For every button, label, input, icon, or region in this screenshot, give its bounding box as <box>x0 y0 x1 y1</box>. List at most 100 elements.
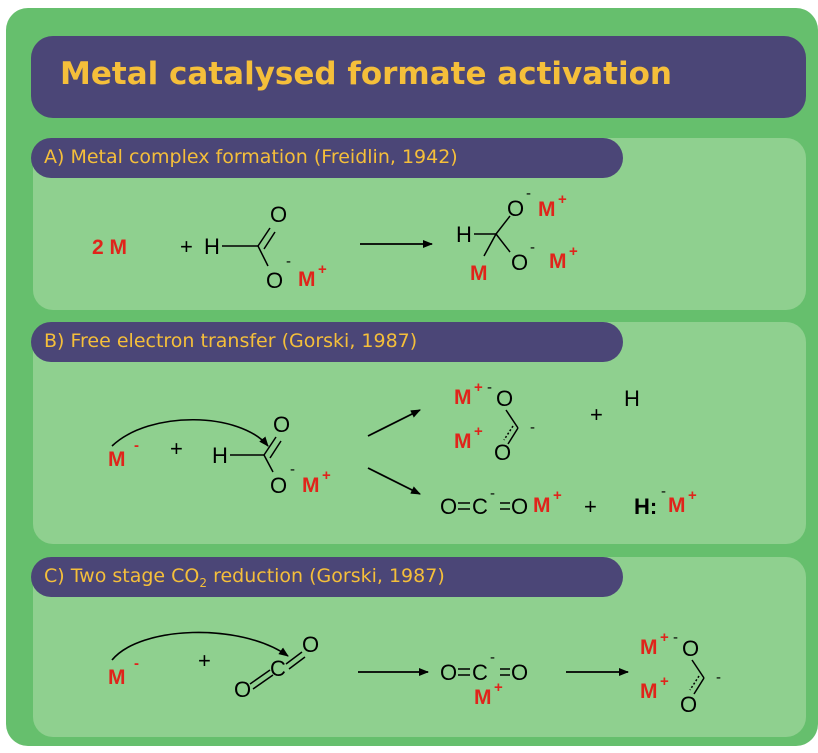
plus-charge: + <box>553 487 562 504</box>
oxygen-atom: O <box>496 386 513 411</box>
panel-b-scheme: M - + H O O - M + M + - O - M + O + H O … <box>108 379 697 519</box>
metal-cation: M <box>474 686 492 709</box>
bond-c-o <box>507 427 519 445</box>
plus-charge: + <box>322 467 331 484</box>
metal-cation: M <box>538 198 556 221</box>
diagram-title: Metal catalysed formate activation <box>60 56 672 92</box>
minus-charge: - <box>487 379 492 396</box>
electron-transfer-arrow <box>111 418 269 447</box>
panel-a-label: A) Metal complex formation (Freidlin, 19… <box>44 146 458 168</box>
oxygen-atom: O <box>440 660 457 685</box>
metal-cation: M <box>533 494 551 517</box>
plus-sign: + <box>198 648 211 673</box>
plus-sign: + <box>590 402 603 427</box>
carbon-atom: C <box>472 660 488 685</box>
oxygen-atom: O <box>511 250 528 275</box>
oxygen-atom: O <box>511 494 528 519</box>
panel-c-label: C) Two stage CO2 reduction (Gorski, 1987… <box>44 565 445 590</box>
double-bond <box>252 674 274 690</box>
panel-c-header <box>31 557 623 597</box>
panel-b-label: B) Free electron transfer (Gorski, 1987) <box>44 330 418 352</box>
minus-charge: - <box>134 437 139 454</box>
minus-charge: - <box>290 461 295 478</box>
bond-c-o-double-2 <box>269 440 282 459</box>
metal-cation: M <box>640 636 658 659</box>
plus-charge: + <box>558 191 567 208</box>
hydrogen-atom: H <box>204 234 220 259</box>
minus-charge: - <box>661 483 666 500</box>
metal-atom: M <box>470 262 488 285</box>
plus-sign: + <box>180 234 193 259</box>
hydrogen-atom: H <box>212 443 228 468</box>
plus-charge: + <box>660 629 669 646</box>
bond-c-o-dashed <box>689 675 700 691</box>
bond-c-o-double <box>263 436 277 456</box>
plus-charge: + <box>494 679 503 696</box>
double-bond <box>249 669 271 685</box>
panel-b-header <box>31 322 623 362</box>
panel-a-header <box>31 138 623 178</box>
bond-c-o-double <box>257 227 271 247</box>
panel-c-label-pre: C) Two stage CO <box>44 565 200 587</box>
bond-o-c <box>691 659 705 679</box>
hydrogen-atom: H <box>456 222 472 247</box>
plus-sign: + <box>170 436 183 461</box>
double-bond <box>285 651 303 665</box>
minus-charge: - <box>286 253 291 270</box>
hydride: H: <box>634 494 657 519</box>
metal-cation: M <box>298 268 316 291</box>
reaction-arrow <box>367 467 421 495</box>
bond-c-o <box>495 215 511 235</box>
metal-cation: M <box>640 680 658 703</box>
oxygen-atom: O <box>494 440 511 465</box>
minus-charge: - <box>673 629 678 646</box>
plus-charge: + <box>688 487 697 504</box>
oxygen-atom: O <box>682 636 699 661</box>
oxygen-atom: O <box>440 494 457 519</box>
panel-a-scheme: 2 M + H O O - M + H O - M + O - M + M <box>92 185 578 293</box>
bond-o-c <box>505 409 519 429</box>
minus-charge: - <box>134 655 139 672</box>
minus-charge: - <box>490 485 495 502</box>
panel-c-scheme: M - + O C O O C - O M + M + - O - M + O <box>108 629 721 717</box>
panel-c-label-post: reduction (Gorski, 1987) <box>207 565 445 587</box>
panel-c-label-sub: 2 <box>199 575 208 590</box>
minus-charge: - <box>526 185 531 202</box>
oxygen-atom: O <box>234 677 251 702</box>
metal-cation: M <box>302 474 320 497</box>
plus-charge: + <box>474 423 483 440</box>
reaction-arrow <box>367 409 421 437</box>
oxygen-atom: O <box>302 632 319 657</box>
bond-c-o <box>495 233 511 253</box>
plus-charge: + <box>318 261 327 278</box>
minus-charge: - <box>530 419 535 436</box>
minus-charge: - <box>716 669 721 686</box>
oxygen-atom: O <box>270 202 287 227</box>
carbon-atom: C <box>270 656 286 681</box>
metal-anion: M <box>108 666 126 689</box>
metal-cation: M <box>454 386 472 409</box>
plus-charge: + <box>660 673 669 690</box>
oxygen-atom: O <box>511 660 528 685</box>
oxygen-atom: O <box>266 268 283 293</box>
minus-charge: - <box>490 649 495 666</box>
oxygen-atom: O <box>680 692 697 717</box>
oxygen-atom: O <box>507 196 524 221</box>
bond-c-m <box>483 233 497 257</box>
bond-c-o <box>693 677 705 695</box>
hydrogen-atom: H <box>624 386 640 411</box>
bond-c-o-double-2 <box>263 231 276 250</box>
plus-charge: + <box>474 379 483 396</box>
oxygen-atom: O <box>270 473 287 498</box>
metal-cation: M <box>549 250 567 273</box>
metal-cation: M <box>454 430 472 453</box>
bond-c-o <box>263 454 274 473</box>
carbon-atom: C <box>472 494 488 519</box>
plus-sign: + <box>584 494 597 519</box>
plus-charge: + <box>569 243 578 260</box>
metal-2m: 2 M <box>92 236 127 259</box>
oxygen-atom: O <box>273 412 290 437</box>
bond-c-o <box>257 245 269 267</box>
double-bond <box>288 656 306 670</box>
